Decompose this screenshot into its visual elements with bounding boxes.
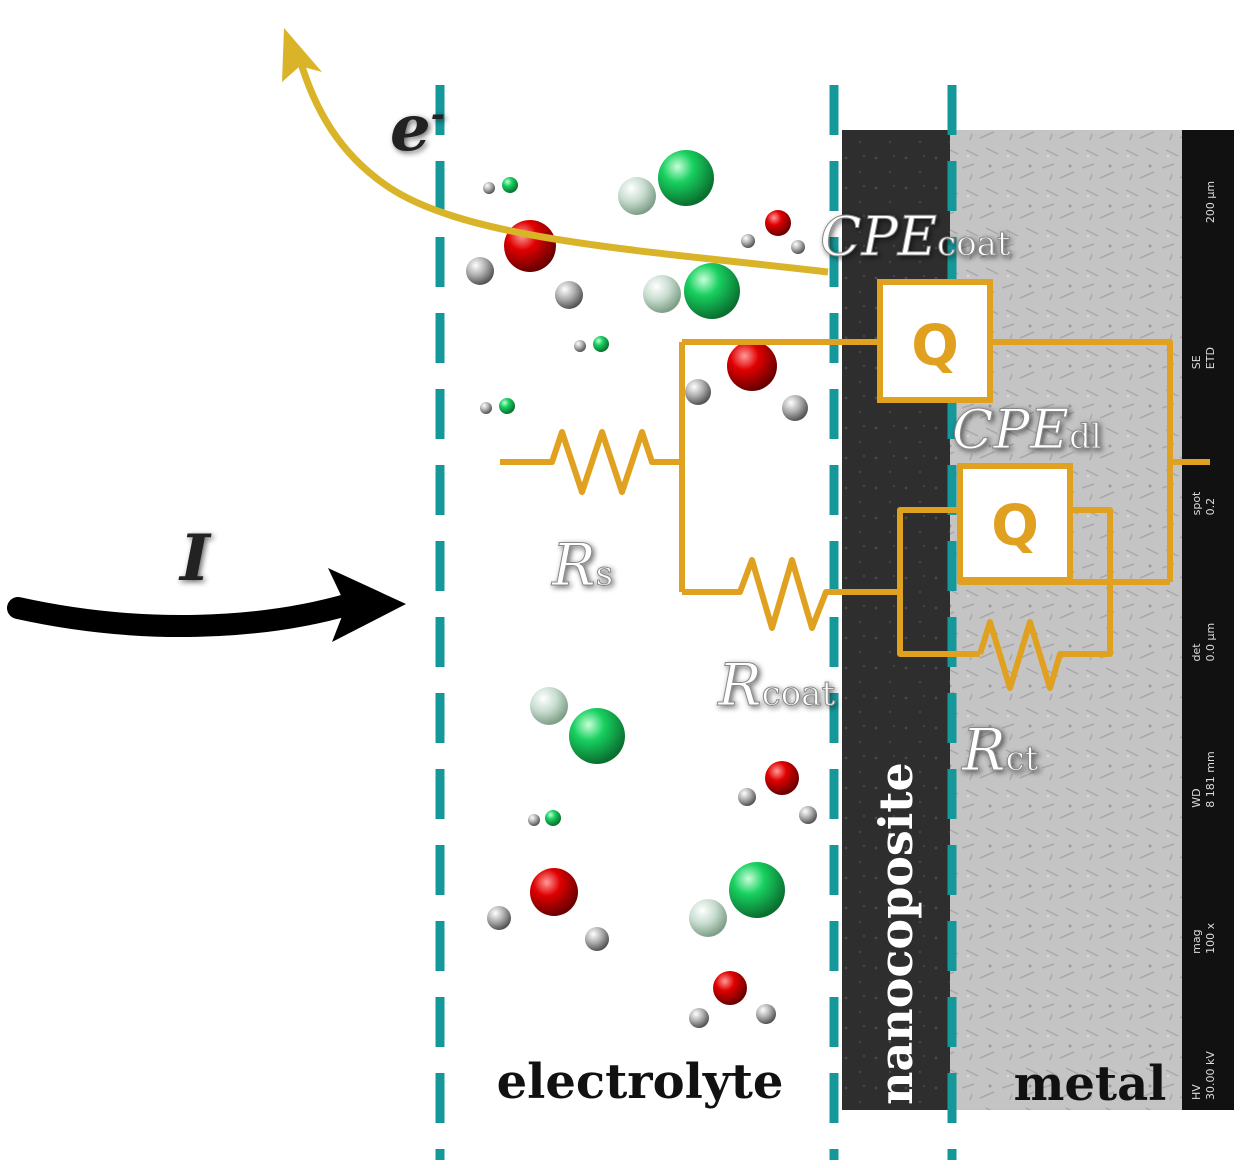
cpe-coat-box xyxy=(877,279,993,403)
rct-label: Rct xyxy=(961,716,1039,784)
electron-label: e- xyxy=(390,91,445,166)
cpe-dl-box xyxy=(957,463,1073,583)
metal-layer xyxy=(950,130,1182,1110)
current-arrow xyxy=(7,568,406,642)
nacl-molecule xyxy=(530,687,625,764)
nacl-molecule xyxy=(689,862,785,937)
sem-info-item: 100 x xyxy=(1204,922,1217,953)
sem-info-item: SE xyxy=(1190,355,1203,369)
sem-info-item: 200 µm xyxy=(1204,181,1217,223)
cpe-coat-label: CPEcoat xyxy=(820,205,1011,268)
water-molecule xyxy=(738,761,817,824)
sem-info-item: det xyxy=(1190,643,1203,662)
nanocomposite-label: nanocoposite xyxy=(869,762,923,1105)
nacl-molecule xyxy=(618,150,714,215)
resistor-rct xyxy=(977,507,1113,691)
hcl-molecule xyxy=(574,336,609,352)
sem-info-item: ETD xyxy=(1204,347,1217,369)
cpe-dl-symbol: Q xyxy=(991,494,1039,559)
electron-arrow xyxy=(282,28,829,276)
sem-info-item: 0.0 µm xyxy=(1204,623,1217,662)
current-label: I xyxy=(178,521,212,596)
hcl-molecule xyxy=(483,177,518,194)
sem-info-item: mag xyxy=(1190,929,1203,953)
water-molecule xyxy=(487,868,609,951)
water-molecule xyxy=(685,341,808,421)
electrolyte-label: electrolyte xyxy=(497,1054,784,1110)
sem-info-item: HV xyxy=(1190,1084,1203,1100)
metal-label: metal xyxy=(1014,1056,1167,1112)
sem-info-item: WD xyxy=(1190,788,1203,807)
rcoat-label: Rcoat xyxy=(717,651,835,719)
sem-info-item: 0.2 xyxy=(1204,498,1217,516)
sem-info-item: 8 181 mm xyxy=(1204,751,1217,807)
hcl-molecule xyxy=(480,398,515,414)
sem-info-item: 30.00 kV xyxy=(1204,1051,1217,1100)
sem-info-bar xyxy=(1182,130,1234,1110)
water-molecule xyxy=(741,210,805,254)
nacl-molecule xyxy=(643,263,740,319)
sem-info-item: spot xyxy=(1190,491,1203,515)
hcl-molecule xyxy=(528,810,561,826)
cpe-dl-label: CPEdl xyxy=(952,398,1102,461)
rs-label: Rs xyxy=(551,531,613,599)
water-molecule xyxy=(689,971,776,1028)
resistor-rs xyxy=(500,429,682,495)
resistor-rcoat xyxy=(682,557,880,631)
cpe-coat-symbol: Q xyxy=(911,314,959,379)
molecules xyxy=(466,150,817,1028)
